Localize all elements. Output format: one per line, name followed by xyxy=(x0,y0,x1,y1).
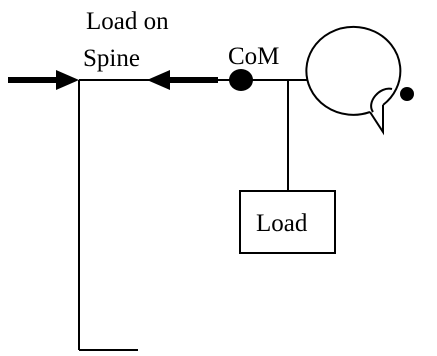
right-load-arrow xyxy=(147,70,218,90)
com-dot xyxy=(229,69,253,91)
label-spine: Spine xyxy=(83,45,140,72)
left-load-arrow xyxy=(8,70,79,90)
head-ear xyxy=(370,87,393,113)
label-com: CoM xyxy=(228,43,279,70)
label-load-on: Load on xyxy=(86,8,169,35)
head-eye xyxy=(400,87,414,101)
head xyxy=(305,25,414,136)
load-box: Load xyxy=(239,190,336,254)
spine-line xyxy=(78,80,138,351)
label-load: Load xyxy=(256,210,308,237)
